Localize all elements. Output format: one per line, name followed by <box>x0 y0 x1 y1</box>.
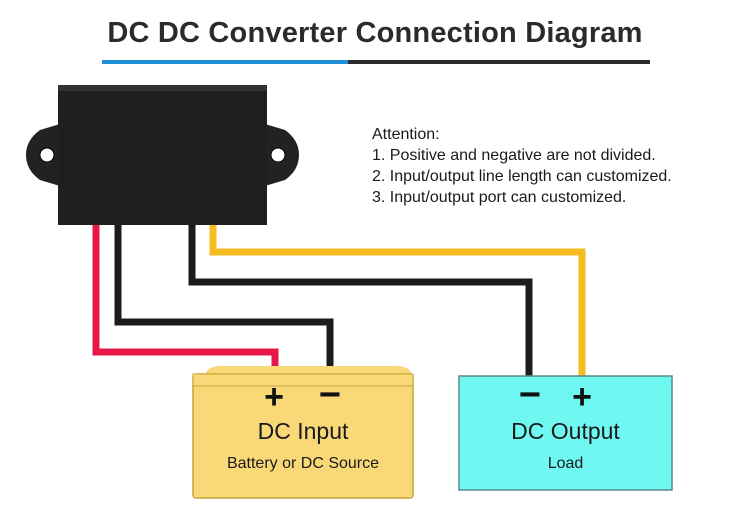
attention-note-2: 2. Input/output line length can customiz… <box>372 168 672 185</box>
wire-black-output-negative <box>188 225 533 376</box>
attention-note-1: 1. Positive and negative are not divided… <box>372 147 656 164</box>
dc-input-sublabel: Battery or DC Source <box>226 455 380 472</box>
dc-input-box-band <box>192 373 414 387</box>
dc-output-box <box>458 375 673 491</box>
input-minus-symbol: − <box>318 374 342 416</box>
attention-heading: Attention: <box>372 126 440 143</box>
dc-input-box <box>192 366 414 499</box>
attention-notes: Attention: 1. Positive and negative are … <box>372 124 672 208</box>
wire-black-input-negative <box>114 225 334 372</box>
converter-module <box>26 85 299 225</box>
page-title: DC DC Converter Connection Diagram <box>107 17 643 49</box>
dc-output-label: DC Output <box>511 418 620 444</box>
mounting-hole-right <box>270 147 286 163</box>
output-plus-symbol: + <box>572 378 592 416</box>
wire-red-input-positive <box>92 225 279 372</box>
title-underline-accent <box>102 60 348 64</box>
output-minus-symbol: − <box>518 374 542 416</box>
attention-note-3: 3. Input/output port can customized. <box>372 189 627 206</box>
converter-body <box>58 85 267 225</box>
wire-yellow-output-positive <box>209 225 586 376</box>
dc-output-sublabel: Load <box>547 455 584 472</box>
input-plus-symbol: + <box>264 378 284 416</box>
mounting-hole-left <box>39 147 55 163</box>
dc-input-label: DC Input <box>257 418 349 444</box>
title-underline <box>348 60 650 64</box>
